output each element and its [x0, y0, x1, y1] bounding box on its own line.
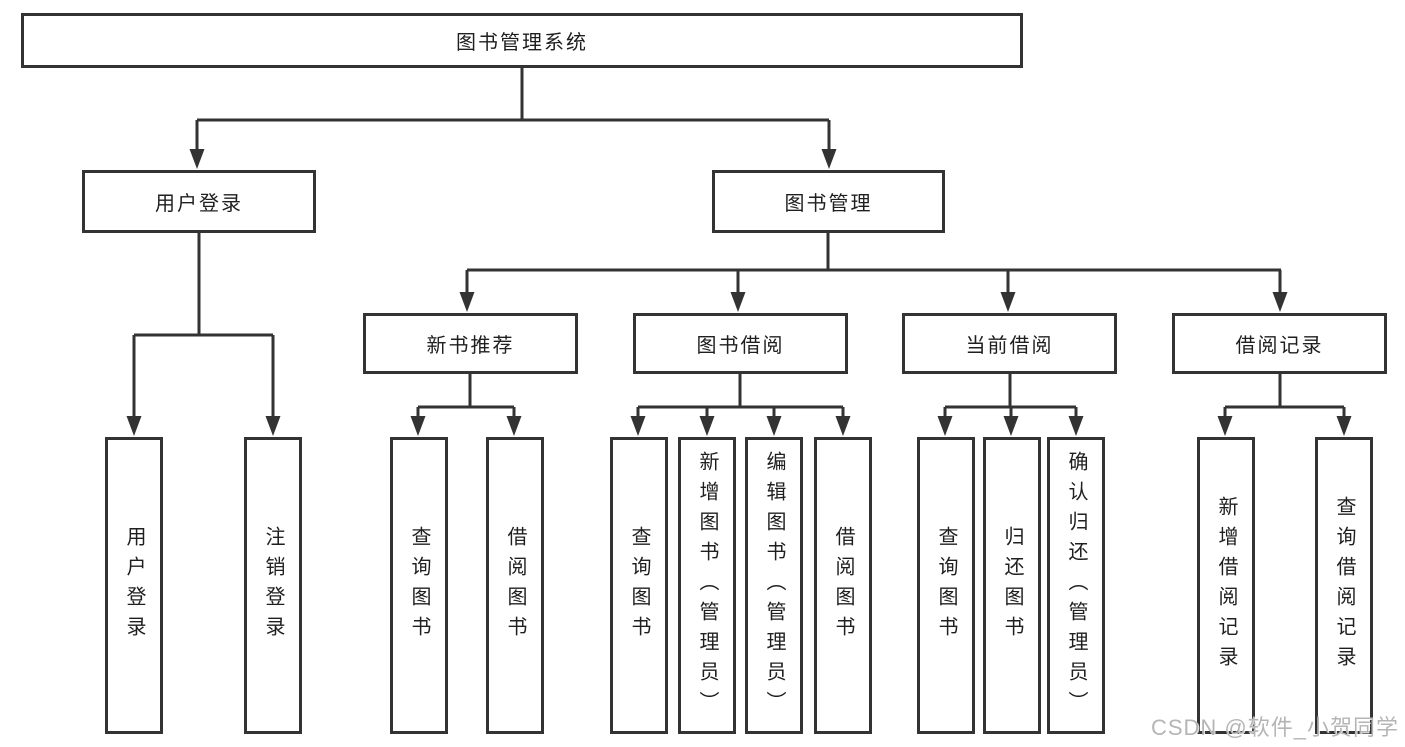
node-label: 借阅记录: [1235, 335, 1324, 357]
leaf-add-book-admin: 新增图书（管理员）: [678, 437, 736, 734]
leaf-add-borrow-record: 新增借阅记录: [1197, 437, 1255, 734]
node-label: 图书管理: [784, 193, 873, 215]
leaf-borrow-book: 借阅图书: [814, 437, 872, 734]
leaf-confirm-return-admin: 确认归还（管理员）: [1047, 437, 1105, 734]
node-label: 注销登录: [262, 525, 284, 646]
node-label: 编辑图书（管理员）: [763, 450, 785, 721]
node-label: 借阅图书: [504, 525, 526, 646]
node-book-management: 图书管理: [712, 170, 945, 233]
leaf-query-book-recommend: 查询图书: [390, 437, 448, 734]
node-label: 图书借阅: [696, 335, 785, 357]
node-label: 当前借阅: [965, 335, 1054, 357]
leaf-borrow-book-recommend: 借阅图书: [486, 437, 544, 734]
leaf-logout: 注销登录: [244, 437, 302, 734]
node-label: 归还图书: [1001, 525, 1023, 646]
leaf-query-book-current: 查询图书: [917, 437, 975, 734]
node-new-book-recommend: 新书推荐: [363, 313, 578, 374]
node-label: 查询借阅记录: [1333, 495, 1355, 676]
leaf-query-borrow-record: 查询借阅记录: [1315, 437, 1373, 734]
node-book-borrow: 图书借阅: [633, 313, 848, 374]
node-label: 新增借阅记录: [1215, 495, 1237, 676]
node-label: 确认归还（管理员）: [1065, 450, 1087, 721]
csdn-watermark: CSDN @软件_小贺同学: [1150, 715, 1399, 740]
node-label: 借阅图书: [832, 525, 854, 646]
leaf-edit-book-admin: 编辑图书（管理员）: [745, 437, 803, 734]
node-library-management-system: 图书管理系统: [21, 13, 1023, 68]
node-label: 图书管理系统: [456, 32, 588, 54]
node-label: 新增图书（管理员）: [696, 450, 718, 721]
node-current-borrow: 当前借阅: [902, 313, 1117, 374]
node-borrow-records: 借阅记录: [1172, 313, 1387, 374]
leaf-query-book-borrow: 查询图书: [610, 437, 668, 734]
leaf-user-login: 用户登录: [105, 437, 163, 734]
node-label: 查询图书: [628, 525, 650, 646]
node-label: 用户登录: [155, 193, 243, 215]
node-label: 新书推荐: [426, 335, 515, 357]
leaf-return-book: 归还图书: [983, 437, 1041, 734]
node-user-login: 用户登录: [82, 170, 316, 233]
node-label: 查询图书: [408, 525, 430, 646]
node-label: 用户登录: [123, 525, 145, 646]
node-label: 查询图书: [935, 525, 957, 646]
